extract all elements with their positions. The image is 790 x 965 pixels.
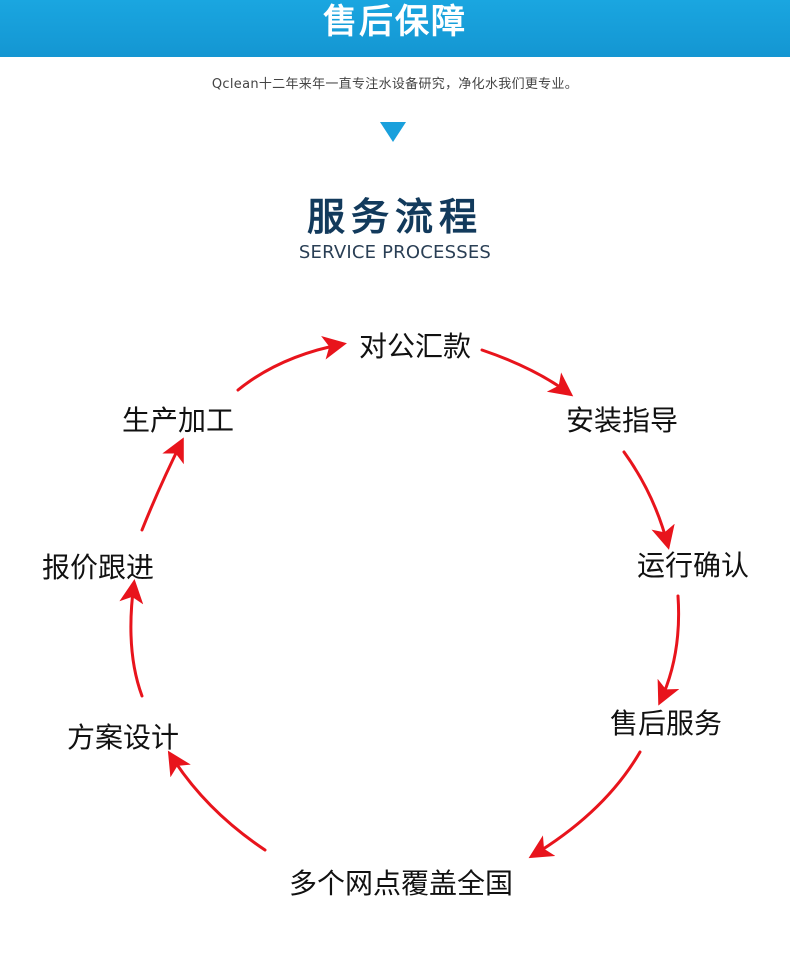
section-subtitle: SERVICE PROCESSES <box>298 242 492 263</box>
arrow-step3-to-step4 <box>657 594 681 706</box>
section-title: 服务流程 <box>306 195 483 239</box>
step-production: 生产加工 <box>121 404 235 437</box>
step-remittance: 对公汇款 <box>358 330 472 363</box>
arrow-step1-to-step2 <box>480 348 574 397</box>
step-nationwide-coverage: 多个网点覆盖全国 <box>288 867 514 900</box>
banner-title: 售后保障 <box>323 2 467 42</box>
step-solution-design: 方案设计 <box>66 721 180 754</box>
arrow-step8-to-step1 <box>236 335 347 392</box>
arrow-step4-to-step5 <box>528 750 642 859</box>
arrow-step5-to-step6 <box>167 750 267 852</box>
step-installation-guidance: 安装指导 <box>565 404 679 437</box>
down-triangle-icon <box>380 122 406 142</box>
step-operation-confirmation: 运行确认 <box>636 549 750 582</box>
arrow-step7-to-step8 <box>140 437 184 532</box>
arrow-step6-to-step7 <box>119 579 144 698</box>
arrow-step2-to-step3 <box>622 450 675 550</box>
step-after-sales-service: 售后服务 <box>609 707 723 740</box>
header-banner: 售后保障 <box>0 0 790 57</box>
step-quotation-followup: 报价跟进 <box>41 551 155 584</box>
tagline: Qclean十二年来年一直专注水设备研究，净化水我们更专业。 <box>211 77 579 92</box>
